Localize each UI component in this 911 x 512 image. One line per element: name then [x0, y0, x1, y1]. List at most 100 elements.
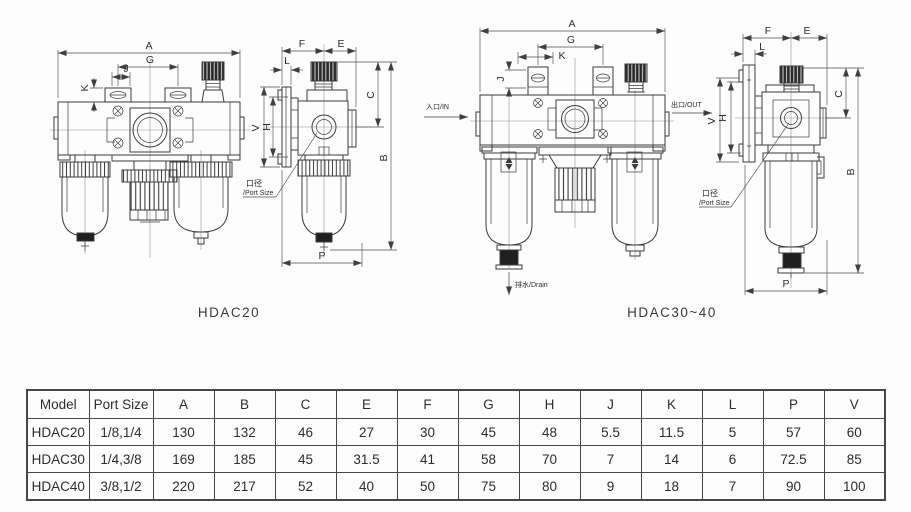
- value-cell: 9: [579, 472, 642, 501]
- dim-label-f: F: [765, 25, 771, 37]
- filter-bowl: [762, 144, 825, 278]
- pressure-knob: [624, 63, 648, 93]
- inlet-arrow: 入口/IN: [424, 103, 468, 120]
- filter-unit: [59, 154, 111, 251]
- value-cell: 31.5: [335, 445, 398, 473]
- inlet-label: 入口/IN: [426, 103, 449, 111]
- header-cell: G: [457, 389, 520, 419]
- value-cell: 45: [274, 445, 337, 473]
- value-cell: 217: [213, 472, 276, 501]
- value-cell: 46: [274, 418, 337, 446]
- value-cell: 58: [457, 445, 520, 473]
- dim-label-h: H: [261, 123, 273, 131]
- regulator-block: [533, 98, 608, 139]
- value-cell: 18: [640, 472, 703, 501]
- dim-label-v: V: [250, 124, 262, 131]
- value-cell: 5: [701, 418, 764, 446]
- port-size-label-cn: 口径: [702, 188, 718, 198]
- dimension-lines: F E L V H C B P: [250, 38, 397, 267]
- adjust-knob: [310, 61, 338, 91]
- dim-label-p: P: [782, 278, 789, 290]
- model-cell: HDAC30: [26, 445, 90, 473]
- figure-caption-hdac20: HDAC20: [198, 305, 260, 320]
- dim-label-a: A: [145, 40, 152, 52]
- dim-label-e: E: [803, 25, 810, 37]
- filter-unit: [481, 146, 538, 270]
- value-cell: 30: [396, 418, 459, 446]
- outlet-label: 出口/OUT: [671, 100, 702, 109]
- dim-label-j: J: [123, 63, 128, 75]
- header-cell: Model: [26, 389, 90, 419]
- value-cell: 130: [152, 418, 215, 446]
- header-cell: J: [579, 389, 642, 419]
- header-cell: B: [213, 389, 276, 419]
- mounting-flange: [277, 86, 299, 168]
- mounting-bracket: [527, 66, 614, 96]
- header-cell: A: [152, 389, 215, 419]
- regulator-block: [106, 105, 194, 153]
- mounting-bracket: [104, 87, 192, 103]
- screw: [112, 105, 184, 149]
- drain-label: 排水/Drain: [515, 280, 548, 289]
- port-size-cell: 3/8,1/2: [88, 472, 154, 501]
- dim-label-g: G: [146, 54, 154, 66]
- dim-label-j: J: [495, 76, 507, 81]
- dim-label-c: C: [365, 91, 377, 99]
- value-cell: 90: [762, 472, 825, 501]
- centerlines: [50, 58, 250, 258]
- dimension-lines: F E L V H C B P: [706, 25, 864, 295]
- dim-label-b: B: [378, 154, 390, 161]
- valve-body: [297, 89, 357, 156]
- dim-label-e: E: [337, 38, 344, 50]
- value-cell: 169: [152, 445, 215, 473]
- dim-label-v: V: [706, 117, 718, 124]
- value-cell: 85: [823, 445, 886, 473]
- port-size-cell: 1/8,1/4: [88, 418, 154, 446]
- value-cell: 100: [823, 472, 886, 501]
- port-size-callout: 口径 /Port Size: [243, 132, 318, 198]
- value-cell: 48: [518, 418, 581, 446]
- dim-label-h: H: [717, 114, 729, 122]
- hdac20-front-view: A G J K: [50, 40, 250, 258]
- model-cell: HDAC40: [26, 472, 90, 501]
- adjust-knob: [779, 65, 804, 93]
- header-cell: Port Size: [88, 389, 154, 419]
- lubricator-unit: [607, 146, 664, 257]
- lubricator-unit: [169, 154, 233, 245]
- dim-label-c: C: [833, 90, 845, 98]
- value-cell: 6: [701, 445, 764, 473]
- manifold-body: [53, 101, 245, 161]
- value-cell: 11.5: [640, 418, 703, 446]
- regulator-knob: [538, 146, 612, 213]
- header-cell: V: [823, 389, 886, 419]
- value-cell: 40: [335, 472, 398, 501]
- header-cell: L: [701, 389, 764, 419]
- value-cell: 7: [579, 445, 642, 473]
- value-cell: 27: [335, 418, 398, 446]
- value-cell: 80: [518, 472, 581, 501]
- hdac20-side-view: 口径 /Port Size F E L V H C B: [243, 38, 397, 267]
- centerlines: [470, 58, 674, 268]
- value-cell: 60: [823, 418, 886, 446]
- value-cell: 52: [274, 472, 337, 501]
- value-cell: 50: [396, 472, 459, 501]
- figure-caption-hdac30-40: HDAC30~40: [627, 305, 717, 320]
- value-cell: 7: [701, 472, 764, 501]
- dimension-lines: A G K J: [479, 18, 666, 97]
- dim-label-l: L: [759, 41, 765, 53]
- header-cell: K: [640, 389, 703, 419]
- model-cell: HDAC20: [26, 418, 90, 446]
- dim-label-k: K: [558, 50, 565, 62]
- port-size-callout: 口径 /Port Size: [699, 122, 790, 208]
- value-cell: 45: [457, 418, 520, 446]
- pressure-knob: [201, 61, 225, 103]
- mounting-flange: [738, 64, 763, 163]
- value-cell: 72.5: [762, 445, 825, 473]
